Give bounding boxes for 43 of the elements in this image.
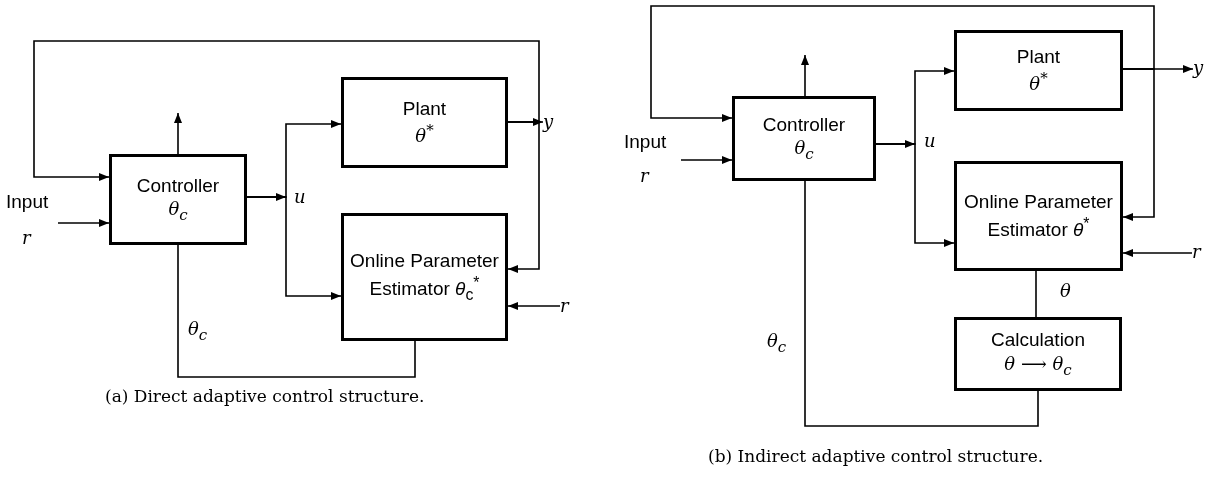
arrow <box>801 54 809 97</box>
process-box <box>954 317 1122 391</box>
process-box <box>341 77 508 168</box>
arrow <box>174 112 182 155</box>
arrow <box>875 143 955 247</box>
signal-label: y <box>1193 56 1204 80</box>
block-title: Plant <box>1016 45 1061 70</box>
block-parameter: θ$_{c}$ <box>794 136 814 165</box>
signal-label: r <box>1192 240 1201 264</box>
arrow <box>246 196 342 300</box>
signal-label: r <box>560 294 569 318</box>
process-box <box>954 30 1123 111</box>
block-parameter: θ$^{*}$ <box>415 121 434 148</box>
connector-line <box>1035 270 1037 318</box>
block-parameter: θ$^{*}$ <box>1029 69 1048 96</box>
block-title: Controller <box>762 112 846 137</box>
connector-line <box>804 180 1039 427</box>
arrow <box>57 219 110 227</box>
block-parameter: θ$_{c}$ <box>168 197 188 226</box>
process-box <box>109 154 247 245</box>
arrow <box>1122 249 1193 257</box>
figure-caption: (a) Direct adaptive control structure. <box>105 386 425 406</box>
arrow <box>507 121 540 273</box>
block-parameter: θ ⟶ θ$_{c}$ <box>1004 351 1072 380</box>
arrow <box>1122 68 1155 221</box>
input-label: Input <box>624 130 667 154</box>
block-title: Plant <box>402 97 447 122</box>
block-title: Controller <box>136 173 220 198</box>
connector-line <box>177 244 416 378</box>
arrow <box>650 5 1155 122</box>
figure-caption: (b) Indirect adaptive control structure. <box>708 446 1044 466</box>
signal-label: r <box>22 226 31 250</box>
arrow <box>33 40 540 181</box>
process-box <box>341 213 508 341</box>
input-label: Input <box>6 190 49 214</box>
signal-label: r <box>640 164 649 188</box>
signal-label: y <box>543 110 554 134</box>
process-box <box>954 161 1123 271</box>
block-title: Calculation <box>991 328 1085 352</box>
arrow <box>507 302 561 310</box>
block-title: Online Parameter Estimator θ$^{*}$ <box>963 190 1114 242</box>
arrow <box>680 156 733 164</box>
process-box <box>732 96 876 181</box>
